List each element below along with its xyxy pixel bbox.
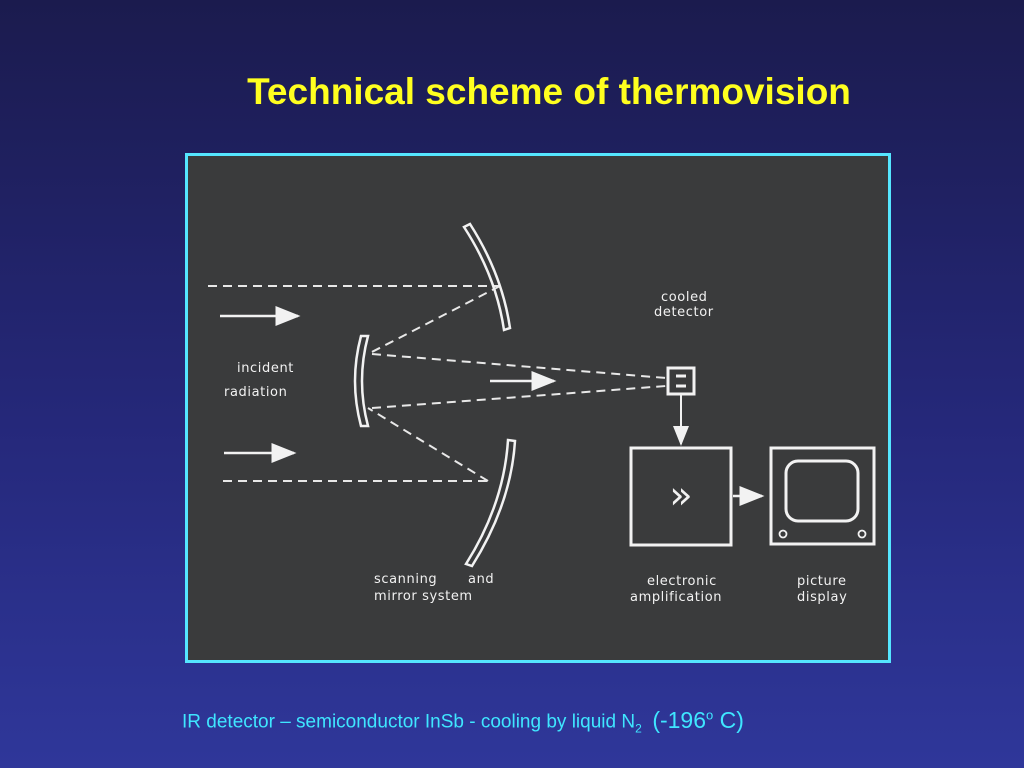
scanning-mirror-top <box>462 222 512 332</box>
label-detector: detector <box>654 305 714 320</box>
label-picture: picture <box>797 574 847 589</box>
caption-temp-sup: o <box>706 707 714 722</box>
label-electronic: electronic <box>647 574 717 589</box>
caption-subscript: 2 <box>635 721 642 736</box>
label-and: and <box>468 572 495 587</box>
caption: IR detector – semiconductor InSb - cooli… <box>182 700 744 743</box>
scanning-mirror-left <box>353 334 370 428</box>
photo-background <box>188 156 888 660</box>
label-mirror-system: mirror system <box>374 589 473 604</box>
label-amplification: amplification <box>630 590 723 605</box>
label-cooled: cooled <box>661 290 708 305</box>
caption-temp-open: (-196 <box>652 706 707 733</box>
reflected-ray-1 <box>367 285 501 355</box>
caption-temp-close: C) <box>713 706 744 733</box>
caption-main: IR detector – semiconductor InSb - cooli… <box>182 711 636 733</box>
reflected-ray-2 <box>367 407 489 482</box>
scanning-mirror-bottom <box>464 438 517 568</box>
label-scanning: scanning <box>374 572 438 587</box>
label-radiation: radiation <box>224 385 288 400</box>
slide-title: Technical scheme of thermovision <box>247 71 851 112</box>
thermovision-diagram: » incident radiation cooled detector sca… <box>185 153 891 663</box>
amplifier-symbol-icon: » <box>669 473 692 517</box>
diagram-svg: » <box>188 156 888 660</box>
caption-temperature: (-196o C) <box>652 707 744 733</box>
reflected-ray-3 <box>371 353 667 379</box>
picture-display-monitor-icon <box>769 446 876 546</box>
label-incident: incident <box>237 361 294 376</box>
electronic-amplifier-box <box>629 446 733 547</box>
cooled-detector-icon <box>666 366 696 409</box>
label-display: display <box>797 590 848 605</box>
reflected-ray-4 <box>371 385 667 409</box>
